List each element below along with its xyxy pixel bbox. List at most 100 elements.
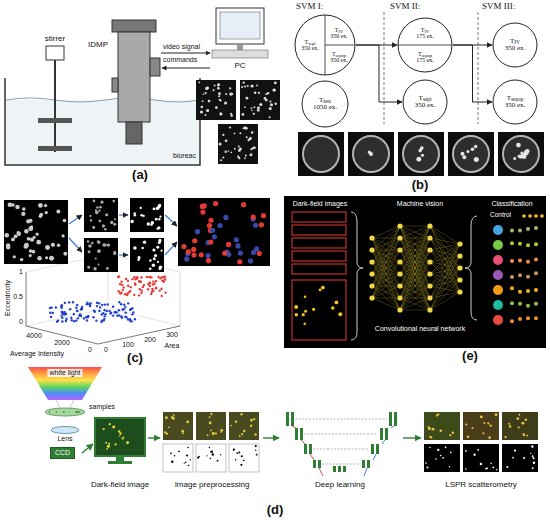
micrograph-dots — [523, 457, 525, 459]
class-circle: TIV 350 ex. — [492, 22, 538, 68]
scatter-points — [61, 320, 63, 322]
unet-diagram — [313, 460, 316, 468]
scatter-points — [89, 305, 91, 307]
micrograph-dots — [250, 424, 253, 427]
micrograph-dots — [153, 257, 156, 260]
scatter-points — [69, 308, 71, 310]
text-line: 1050 ex. — [313, 104, 337, 111]
segmentation-arrows — [165, 215, 177, 226]
micrograph-dots — [217, 83, 220, 86]
scatter-points — [98, 302, 100, 304]
scatter-points — [127, 285, 129, 287]
scatter-points — [149, 276, 151, 278]
class-circle: Tneu 1050 ex. — [301, 80, 349, 128]
micrograph-dots — [143, 241, 146, 244]
text-label: stirrer — [45, 34, 65, 43]
connector-arrow — [356, 45, 402, 102]
scatter-points — [61, 311, 63, 313]
micrograph-dots — [37, 256, 42, 261]
micrograph-dots — [518, 427, 520, 429]
micrograph-dots — [107, 243, 110, 246]
neural-network — [457, 277, 462, 282]
micrograph-dots — [184, 463, 185, 464]
micrograph-dots — [210, 451, 211, 452]
micrograph-dots — [236, 452, 238, 454]
scatter-points — [119, 283, 121, 285]
circle-outline — [493, 23, 537, 67]
scatter-points — [123, 304, 125, 306]
classified-cells — [199, 252, 204, 257]
neural-network — [397, 259, 402, 264]
micrograph-dots — [182, 432, 184, 434]
micrograph-dots — [531, 445, 533, 447]
dark-field-frames — [292, 280, 346, 340]
text-line: 350 ex. — [505, 45, 526, 52]
neural-network — [397, 283, 402, 288]
segmentation-arrows — [69, 238, 82, 252]
scatter-points — [152, 290, 154, 292]
classified-cells — [200, 209, 205, 214]
class-icons — [534, 214, 538, 218]
micrograph-dots — [255, 445, 257, 447]
cell-inclusions — [521, 154, 526, 159]
neural-network — [430, 238, 460, 268]
micrograph-dots — [187, 447, 189, 449]
micrograph-dots — [61, 234, 64, 237]
neural-network — [400, 274, 430, 310]
micrograph-dots — [89, 215, 91, 217]
class-icons — [534, 271, 538, 275]
micrograph-dots — [153, 208, 156, 211]
micrograph-dots — [97, 241, 100, 244]
scatter-points — [73, 320, 75, 322]
micrograph-dots — [75, 411, 77, 413]
cell-images — [353, 136, 389, 172]
micrograph-dots — [198, 82, 200, 84]
unet-diagram — [391, 426, 394, 428]
micrograph-dots — [242, 128, 244, 130]
class-icons — [493, 270, 503, 280]
scatter-points — [139, 281, 141, 283]
micrograph-dots — [77, 411, 79, 413]
stirrer-symbol — [46, 46, 64, 60]
text-part: T — [510, 37, 514, 45]
cell-inclusions — [461, 152, 465, 156]
micrograph-dots — [338, 312, 342, 316]
micrograph-dots — [141, 247, 144, 250]
micrograph-dots — [158, 241, 161, 244]
micrograph-dots — [209, 422, 212, 425]
scatter-points — [106, 310, 108, 312]
micrograph-dots — [222, 157, 224, 159]
circle-outline — [325, 45, 355, 46]
scatter-points — [125, 278, 127, 280]
cell-images — [298, 132, 544, 176]
neural-network — [430, 280, 460, 310]
text-line: 350 ex. — [505, 102, 526, 109]
micrograph-dots — [104, 228, 107, 231]
micrograph-dots — [429, 436, 431, 438]
text-label: 0 — [19, 318, 23, 326]
monitor-symbol — [116, 456, 124, 461]
micrograph-dots — [16, 231, 20, 235]
scatter-points — [116, 314, 118, 316]
micrograph-dots — [312, 308, 315, 311]
neural-network — [369, 283, 374, 288]
micrograph-dots — [149, 259, 151, 261]
text-label: SVM III: — [482, 1, 515, 11]
micrograph-dots — [36, 240, 41, 245]
micrograph-dots — [235, 421, 237, 423]
neural-network — [369, 247, 374, 252]
neural-network — [372, 226, 400, 262]
micrograph-dots — [30, 225, 33, 228]
cell-inclusions — [474, 145, 477, 148]
class-label: Tsepi 350 ex. — [415, 95, 436, 110]
micrograph-dots — [26, 219, 30, 223]
unet-diagram — [310, 454, 314, 460]
neural-network — [427, 223, 432, 228]
micrograph-dots — [294, 305, 298, 309]
unet-diagram — [338, 466, 341, 472]
classified-cells — [217, 223, 222, 228]
micrograph-dots — [24, 243, 29, 248]
text-part: T — [335, 27, 339, 33]
